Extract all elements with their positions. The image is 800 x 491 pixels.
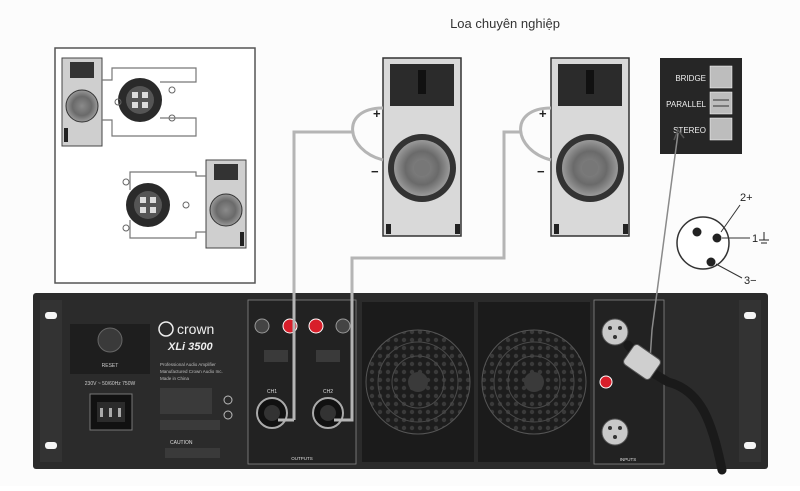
right-minus-label: − xyxy=(537,164,545,179)
inset-speakon-bottom xyxy=(122,178,190,232)
ch2-xlr-input[interactable] xyxy=(601,418,629,446)
xlr-input-cable xyxy=(623,128,727,475)
ch2-binding-post-red[interactable] xyxy=(308,318,324,334)
xlr-pin2-label: 2+ xyxy=(740,192,753,204)
origin-text: Made in China xyxy=(160,376,190,381)
inset-speaker-bottom xyxy=(205,159,247,249)
crown-logo-icon xyxy=(158,321,174,337)
reset-label: RESET xyxy=(102,363,119,369)
ch2-label: CH2 xyxy=(323,389,333,395)
maker-text: Manufactured Crown Audio Inc. xyxy=(160,369,223,374)
outputs-label: OUTPUTS xyxy=(291,456,313,461)
ch1-label: CH1 xyxy=(267,389,277,395)
left-plus-label: + xyxy=(373,106,381,121)
description-text: Professional Audio Amplifier xyxy=(160,362,216,367)
reset-button[interactable] xyxy=(97,327,123,353)
inputs-section: INPUTS xyxy=(593,299,665,465)
bridge-inset xyxy=(54,47,256,284)
speaker-cables xyxy=(278,106,552,422)
ground-icon xyxy=(759,232,769,244)
speaker-left xyxy=(382,57,462,237)
xlr-pin3-label: 3− xyxy=(744,275,757,287)
parallel-label: PARALLEL xyxy=(666,100,706,109)
bridge-label: BRIDGE xyxy=(675,74,706,83)
xlr-plug xyxy=(623,344,661,380)
brand-block: crown XLi 3500 Professional Audio Amplif… xyxy=(158,321,233,458)
left-minus-label: − xyxy=(371,164,379,179)
speaker-right xyxy=(550,57,630,237)
rca-input[interactable] xyxy=(599,375,613,389)
ch1-binding-post-black[interactable] xyxy=(254,318,270,334)
inset-speakon-top xyxy=(114,78,176,122)
caution-label: CAUTION xyxy=(170,440,193,446)
ch2-binding-post-black[interactable] xyxy=(335,318,351,334)
amplifier-rear-panel: RESET 230V ~ 50/60Hz 750W crown XLi 3500… xyxy=(33,293,768,469)
right-plus-label: + xyxy=(539,106,547,121)
cooling-fans xyxy=(362,302,590,462)
inputs-label: INPUTS xyxy=(620,457,637,462)
diagram-title: Loa chuyên nghiệp xyxy=(450,16,560,31)
outputs-section: CH1 CH2 OUTPUTS xyxy=(247,299,357,465)
brand-name: crown xyxy=(177,321,214,337)
power-section: RESET 230V ~ 50/60Hz 750W xyxy=(70,324,150,431)
inset-speaker-top xyxy=(61,57,103,147)
stereo-label: STEREO xyxy=(673,126,706,135)
ch1-xlr-input[interactable] xyxy=(601,318,629,346)
xlr-pin1-label: 1 xyxy=(752,233,758,245)
mode-switch-panel: BRIDGE PARALLEL STEREO xyxy=(660,58,742,154)
model-name: XLi 3500 xyxy=(167,341,214,353)
xlr-pinout: 2+ 1 3− xyxy=(676,192,769,287)
power-rating: 230V ~ 50/60Hz 750W xyxy=(85,381,136,387)
